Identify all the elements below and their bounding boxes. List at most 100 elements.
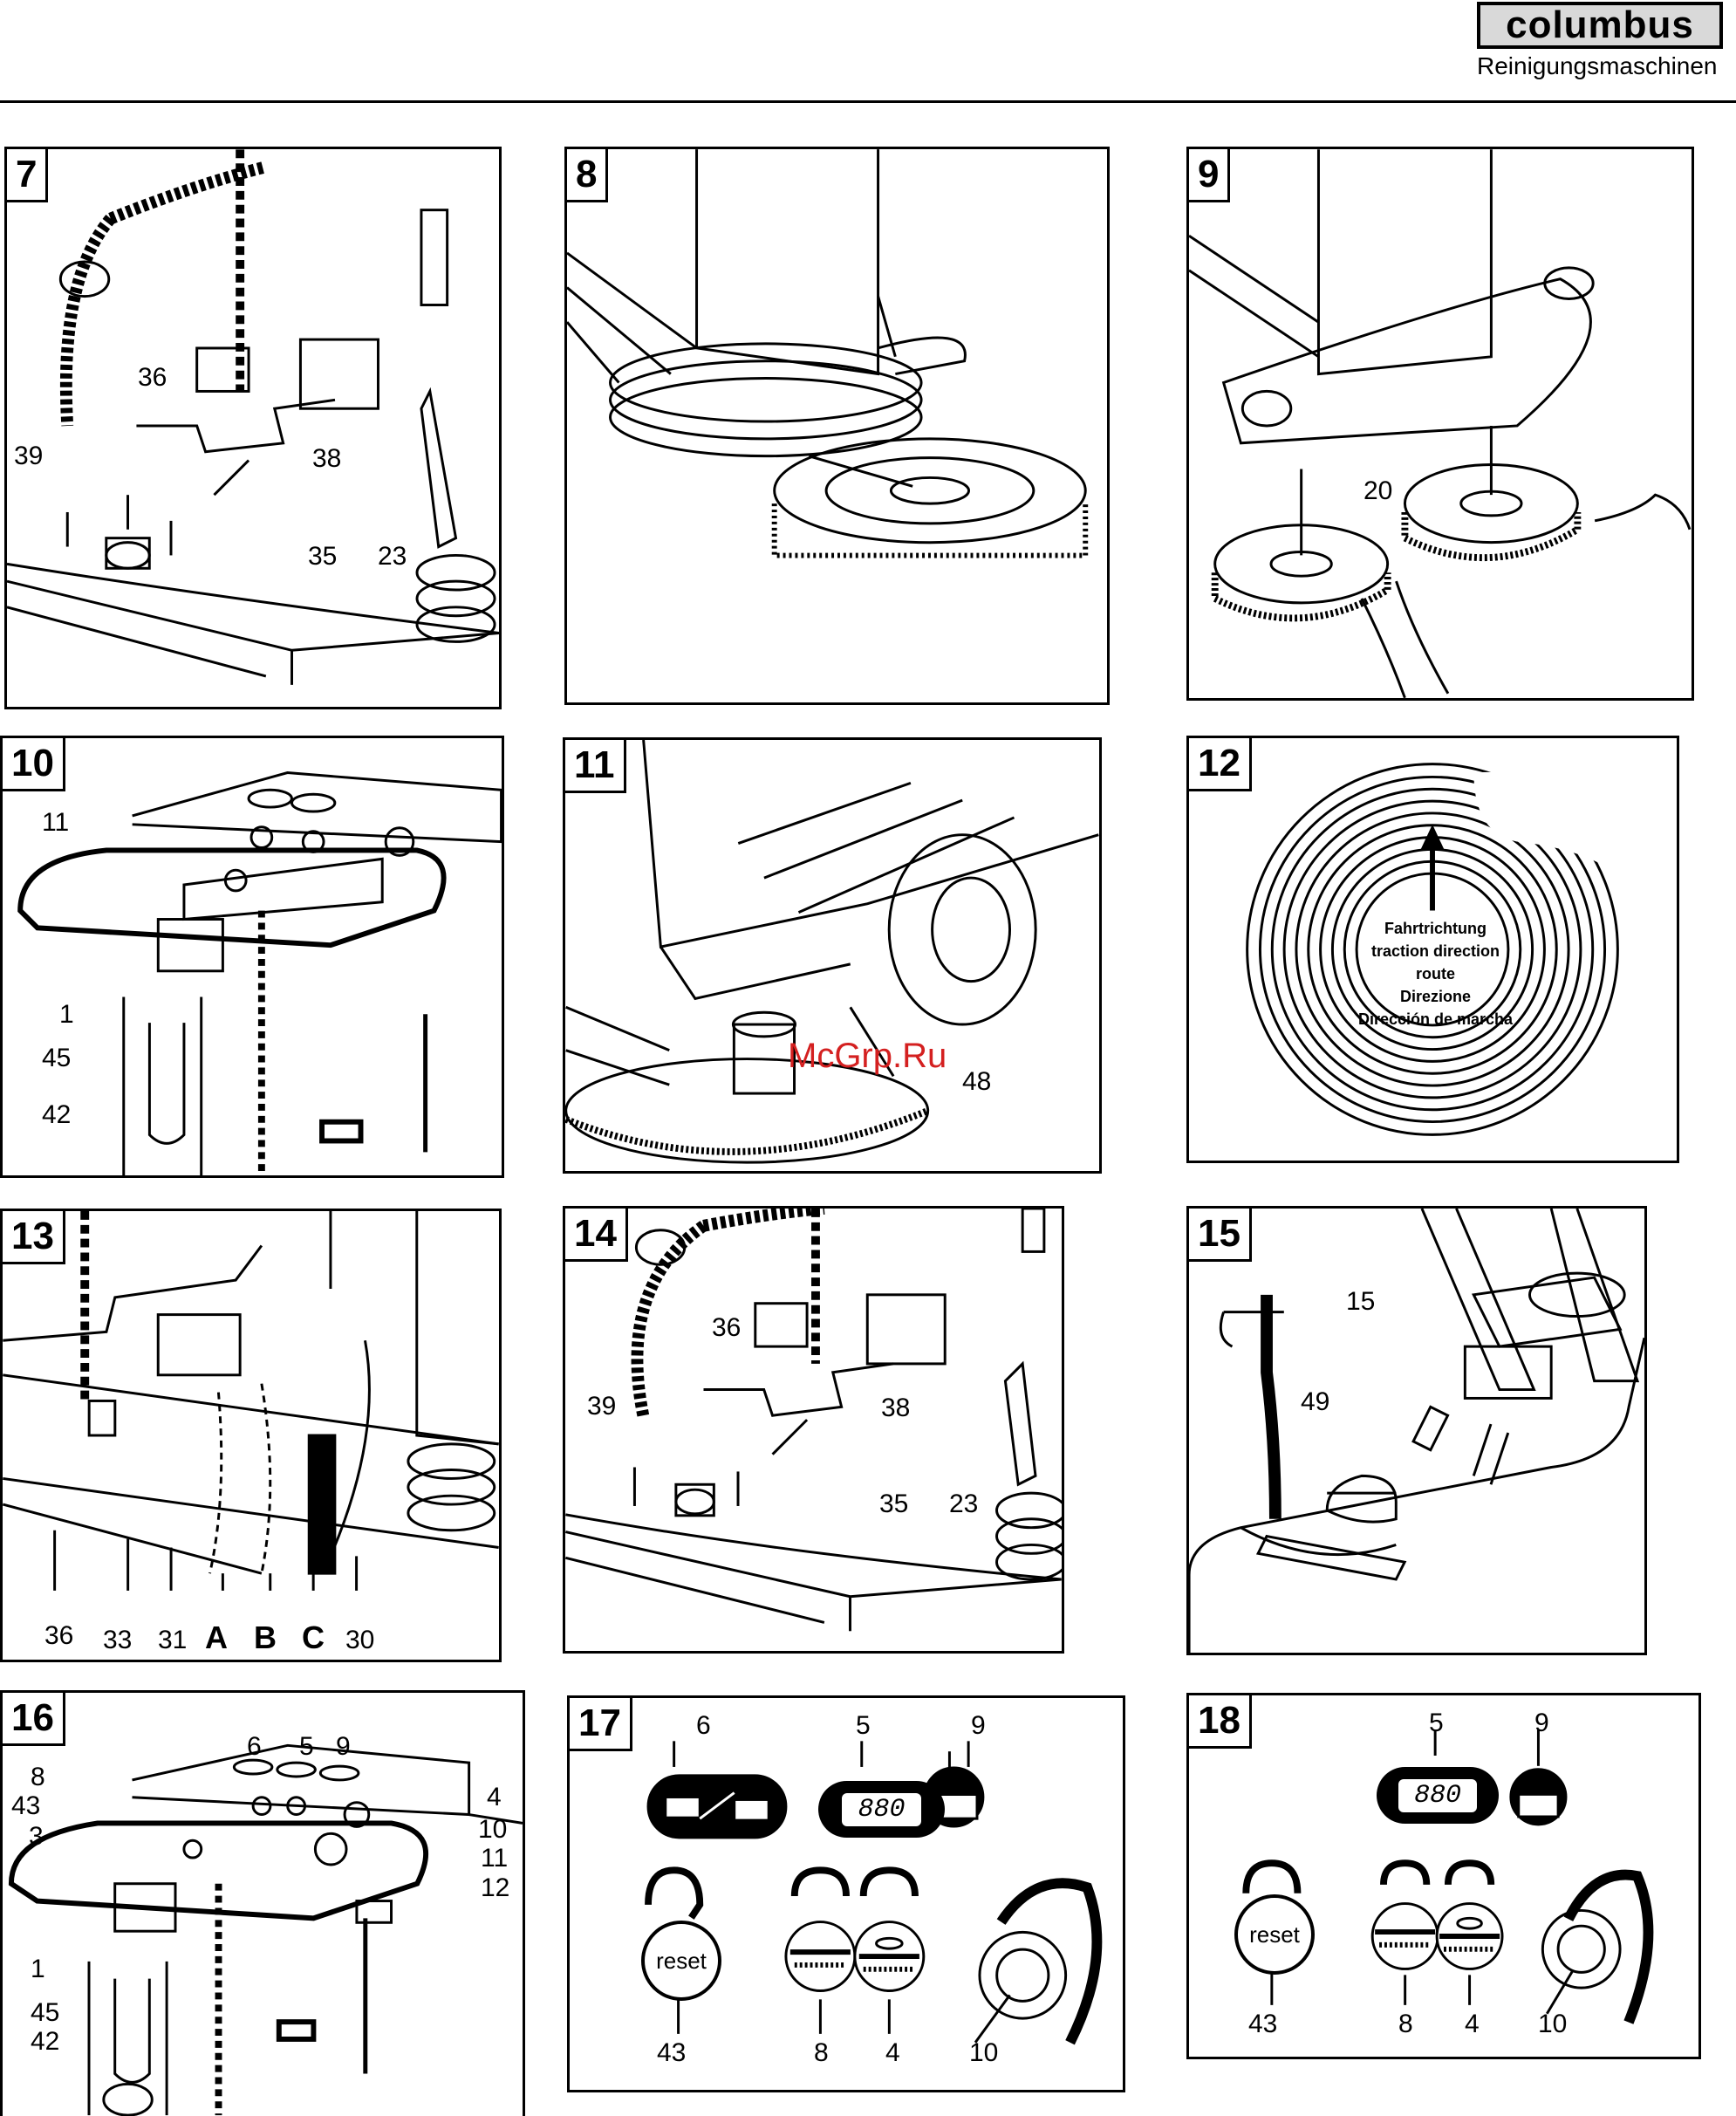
figure-13-label-36: 36 bbox=[44, 1621, 73, 1651]
figure-14-label-35: 35 bbox=[879, 1489, 908, 1519]
figure-12: 12 Fahrtrichtung traction direction rout… bbox=[1186, 736, 1679, 1163]
figure-17-label-8: 8 bbox=[814, 2038, 829, 2068]
figure-14-label-23: 23 bbox=[949, 1489, 978, 1519]
header-rule bbox=[0, 100, 1736, 103]
figure-14-label-36: 36 bbox=[712, 1313, 741, 1343]
direction-es: Dirección de marcha bbox=[1329, 1008, 1542, 1031]
figure-16-illustration bbox=[3, 1693, 523, 2116]
figure-17-label-10: 10 bbox=[969, 2038, 998, 2068]
brand-logo: columbus bbox=[1477, 2, 1723, 49]
figure-7: 7 36 39 38 35 23 bbox=[4, 147, 502, 709]
figure-9-label-20: 20 bbox=[1364, 476, 1392, 506]
figure-11-label-48: 48 bbox=[962, 1067, 991, 1097]
figure-7-label-39: 39 bbox=[14, 442, 43, 471]
figure-13-illustration bbox=[3, 1211, 499, 1660]
figure-17-reset-button: reset bbox=[641, 1921, 721, 2001]
figure-18-label-5: 5 bbox=[1429, 1709, 1444, 1738]
watermark: McGrp.Ru bbox=[788, 1037, 947, 1076]
figure-18-display: 880 bbox=[1377, 1767, 1499, 1824]
figure-11-number: 11 bbox=[565, 740, 626, 793]
figure-17-label-43: 43 bbox=[657, 2038, 686, 2068]
figure-18-label-43: 43 bbox=[1248, 2010, 1277, 2039]
figure-10-label-45: 45 bbox=[42, 1044, 71, 1073]
travel-direction-text: Fahrtrichtung traction direction route D… bbox=[1329, 917, 1542, 1031]
figure-16-number: 16 bbox=[3, 1693, 65, 1746]
figure-7-label-36: 36 bbox=[138, 363, 167, 393]
figure-16-label-6: 6 bbox=[247, 1732, 262, 1762]
figure-17-display-value: 880 bbox=[842, 1793, 920, 1826]
figure-9: 9 20 bbox=[1186, 147, 1694, 701]
figure-18: 18 5 9 880 reset 43 8 4 10 bbox=[1186, 1693, 1701, 2059]
figure-14-number: 14 bbox=[565, 1209, 628, 1262]
figure-8-illustration bbox=[567, 149, 1107, 702]
figure-18-label-4: 4 bbox=[1465, 2010, 1480, 2039]
direction-it: Direzione bbox=[1329, 985, 1542, 1008]
figure-8: 8 bbox=[564, 147, 1110, 705]
figure-10-label-1: 1 bbox=[59, 1000, 74, 1030]
figure-16-label-1: 1 bbox=[31, 1955, 45, 1984]
figure-7-label-35: 35 bbox=[308, 542, 337, 572]
figure-10-number: 10 bbox=[3, 738, 65, 791]
figure-17-label-9: 9 bbox=[971, 1711, 986, 1741]
brand-tagline: Reinigungsmaschinen bbox=[1477, 52, 1718, 80]
figure-13-label-30: 30 bbox=[345, 1626, 374, 1655]
brand-name: columbus bbox=[1506, 3, 1694, 47]
figure-15-number: 15 bbox=[1189, 1209, 1252, 1262]
figure-10: 10 11 1 45 42 bbox=[0, 736, 504, 1178]
figure-13-label-B: B bbox=[254, 1620, 277, 1656]
figure-16-label-11: 11 bbox=[481, 1844, 508, 1873]
figure-16-label-8: 8 bbox=[31, 1763, 45, 1792]
figure-13-label-31: 31 bbox=[158, 1626, 187, 1655]
figure-15-illustration bbox=[1189, 1209, 1644, 1653]
figure-15-label-49: 49 bbox=[1301, 1387, 1329, 1417]
figure-10-label-11: 11 bbox=[42, 808, 69, 838]
figure-13: 13 36 33 31 A B C 30 bbox=[0, 1209, 502, 1662]
figure-18-number: 18 bbox=[1189, 1695, 1252, 1749]
figure-11: 11 48 bbox=[563, 737, 1102, 1174]
figure-17-illustration bbox=[570, 1698, 1123, 2090]
figure-11-illustration bbox=[565, 740, 1099, 1171]
figure-18-illustration bbox=[1189, 1695, 1698, 2057]
figure-15-label-15: 15 bbox=[1346, 1287, 1375, 1317]
figure-8-number: 8 bbox=[567, 149, 608, 202]
figure-14-label-39: 39 bbox=[587, 1392, 616, 1421]
direction-en: traction direction bbox=[1329, 940, 1542, 962]
figure-13-label-A: A bbox=[205, 1620, 228, 1656]
figure-18-label-8: 8 bbox=[1398, 2010, 1413, 2039]
direction-fr: route bbox=[1329, 962, 1542, 985]
figure-7-label-38: 38 bbox=[312, 444, 341, 474]
figure-15: 15 15 49 bbox=[1186, 1206, 1647, 1655]
figure-13-label-33: 33 bbox=[103, 1626, 132, 1655]
figure-17: 17 6 5 9 880 reset 43 8 4 10 bbox=[567, 1695, 1125, 2092]
figure-7-illustration bbox=[7, 149, 499, 707]
figure-18-label-9: 9 bbox=[1534, 1709, 1549, 1738]
figure-18-reset-label: reset bbox=[1249, 1921, 1300, 1948]
figure-16-label-12: 12 bbox=[481, 1873, 509, 1903]
figure-7-number: 7 bbox=[7, 149, 48, 202]
figure-9-number: 9 bbox=[1189, 149, 1230, 202]
figure-18-reset-button: reset bbox=[1234, 1894, 1315, 1975]
figure-16-label-9: 9 bbox=[336, 1732, 351, 1762]
figure-13-label-C: C bbox=[302, 1620, 325, 1656]
figure-9-illustration bbox=[1189, 149, 1692, 698]
figure-10-illustration bbox=[3, 738, 502, 1175]
figure-16-label-3: 3 bbox=[29, 1822, 44, 1852]
figure-16: 16 6 5 9 8 43 4 3 10 11 12 1 45 42 bbox=[0, 1690, 525, 2116]
figure-16-label-10: 10 bbox=[478, 1815, 507, 1845]
figure-17-reset-label: reset bbox=[656, 1948, 707, 1975]
figure-17-label-6: 6 bbox=[696, 1711, 711, 1741]
figure-16-label-5: 5 bbox=[299, 1732, 314, 1762]
figure-14-illustration bbox=[565, 1209, 1062, 1651]
figure-14: 14 36 39 38 35 23 bbox=[563, 1206, 1064, 1654]
figure-18-label-10: 10 bbox=[1538, 2010, 1567, 2039]
figure-12-number: 12 bbox=[1189, 738, 1252, 791]
figure-13-number: 13 bbox=[3, 1211, 65, 1264]
figure-16-label-45: 45 bbox=[31, 1998, 59, 2028]
figure-10-label-42: 42 bbox=[42, 1100, 71, 1130]
figure-17-number: 17 bbox=[570, 1698, 632, 1751]
figure-7-label-23: 23 bbox=[378, 542, 407, 572]
figure-14-label-38: 38 bbox=[881, 1394, 910, 1423]
figure-16-label-43: 43 bbox=[11, 1791, 40, 1821]
figure-16-label-4: 4 bbox=[487, 1783, 502, 1812]
figure-17-display: 880 bbox=[818, 1781, 945, 1838]
